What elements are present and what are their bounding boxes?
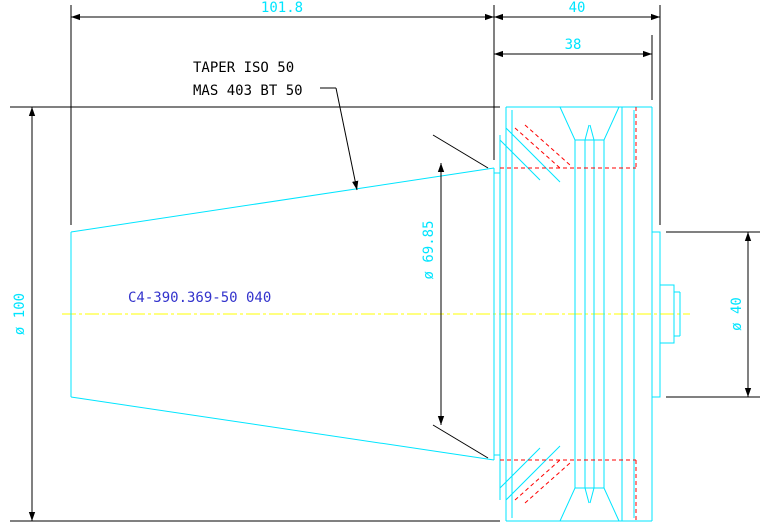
- extension-lines: [10, 5, 760, 522]
- dim-flange-width: 40: [569, 0, 586, 16]
- taper-body: [70, 167, 500, 461]
- part-number: C4-390.369-50 040: [128, 290, 271, 306]
- hidden-lines: [500, 107, 637, 521]
- taper-leader: [320, 87, 359, 191]
- pilot-boss: [651, 231, 681, 398]
- dim-flange-diameter: ø 100: [12, 293, 28, 335]
- dim-taper-diameter: ø 69.85: [421, 220, 437, 279]
- taper-note-line1: TAPER ISO 50: [193, 60, 294, 76]
- dim-overall-length: 101.8: [261, 0, 303, 16]
- taper-note-line2: MAS 403 BT 50: [193, 83, 303, 99]
- dim-pilot-diameter: ø 40: [729, 297, 745, 331]
- dim-flange-inner-width: 38: [565, 37, 582, 53]
- dimension-lines: [28, 13, 752, 521]
